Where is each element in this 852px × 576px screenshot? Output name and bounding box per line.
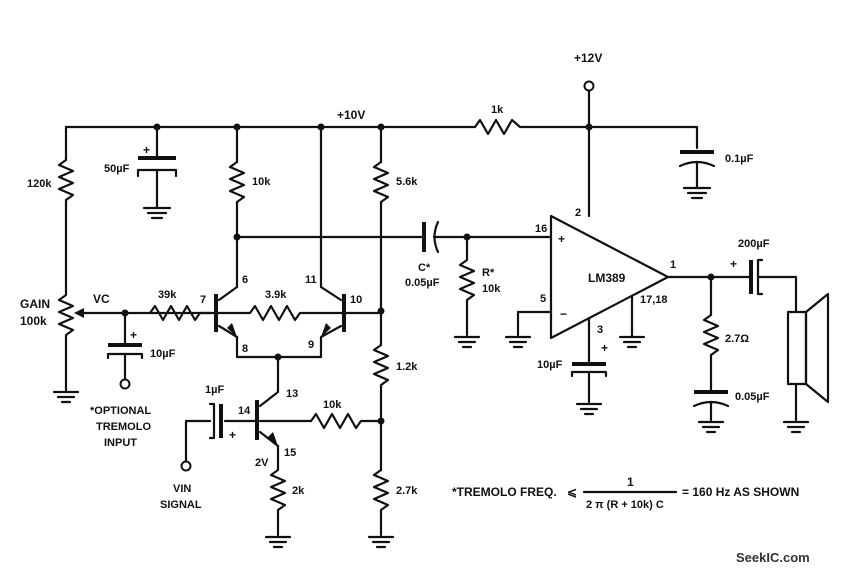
label-r10k-top: 10k	[252, 176, 271, 188]
label-c50u: 50µF	[104, 163, 130, 175]
label-r120k: 120k	[27, 178, 52, 190]
ic-pin2: 2	[575, 207, 581, 219]
ic-pin16: 16	[535, 223, 547, 235]
cap200u-plus: +	[730, 257, 737, 271]
label-r39k-b: 3.9k	[265, 289, 287, 301]
pin-10: 10	[350, 294, 362, 306]
ic-minus: −	[560, 307, 567, 321]
supply-12v-terminal	[583, 80, 595, 218]
resistor-39k	[148, 304, 218, 322]
gain-potentiometer	[52, 293, 212, 404]
resistor-10k-collector	[228, 125, 246, 289]
label-r39k: 39k	[158, 289, 177, 301]
resistor-1k	[473, 118, 522, 136]
ic-name: LM389	[588, 271, 626, 285]
capacitor-1uf-input	[180, 402, 259, 472]
label-r2k: 2k	[292, 485, 305, 497]
label-vc: VC	[93, 292, 110, 306]
cap-trem-plus: +	[130, 328, 137, 342]
resistor-rstar	[453, 235, 481, 349]
label-r10k-mid: 10k	[323, 399, 342, 411]
formula-tail: = 160 Hz AS SHOWN	[682, 485, 799, 499]
label-opt2: TREMOLO	[96, 421, 151, 433]
lm389-amplifier	[504, 214, 670, 416]
label-rstar-val: 10k	[482, 283, 501, 295]
watermark: SeekIC.com	[736, 550, 810, 565]
resistor-3.9k	[214, 304, 346, 322]
pin-8: 8	[242, 343, 248, 355]
capacitor-0.1uf	[678, 150, 716, 200]
pin-14: 14	[238, 405, 251, 417]
label-cstar-val: 0.05µF	[405, 277, 440, 289]
resistor-2.7ohm	[692, 275, 730, 434]
formula-lead: *TREMOLO FREQ.	[452, 485, 557, 499]
label-c005u-out: 0.05µF	[735, 391, 770, 403]
cap50-plus: +	[143, 143, 150, 157]
resistor-2k	[264, 460, 292, 549]
pin-13: 13	[286, 388, 298, 400]
label-c200u: 200µF	[738, 238, 770, 250]
resistor-10k-mid	[309, 412, 383, 430]
label-r12k: 1.2k	[396, 361, 418, 373]
pin-7: 7	[200, 294, 206, 306]
tremolo-formula: *TREMOLO FREQ. ⩽ 1 2 π (R + 10k) C = 160…	[452, 475, 799, 511]
formula-le: ⩽	[567, 485, 577, 499]
label-c10u-trem: 10µF	[150, 348, 176, 360]
output-network	[666, 258, 830, 434]
ic-pin5: 5	[540, 293, 546, 305]
capacitor-10uf-tremolo	[106, 311, 144, 390]
resistor-2.7k	[367, 468, 395, 549]
pin-6: 6	[242, 274, 248, 286]
label-10v: +10V	[337, 108, 365, 122]
resistor-120k	[57, 125, 75, 297]
label-c10u-ic: 10µF	[537, 359, 563, 371]
label-gain: GAIN	[20, 297, 50, 311]
label-c01u: 0.1µF	[725, 153, 754, 165]
transistor-left	[214, 285, 239, 359]
label-gain-val: 100k	[20, 314, 47, 328]
formula-den: 2 π (R + 10k) C	[586, 499, 664, 511]
formula-num: 1	[627, 475, 634, 489]
pin-9: 9	[308, 339, 314, 351]
ic-plus: +	[558, 232, 565, 246]
label-vin: VIN	[173, 483, 191, 495]
label-v2: 2V	[255, 457, 269, 469]
label-opt1: *OPTIONAL	[90, 405, 151, 417]
label-r1k: 1k	[491, 104, 504, 116]
label-rstar: R*	[482, 267, 495, 279]
pin-11: 11	[305, 274, 317, 286]
label-r56k: 5.6k	[396, 176, 418, 188]
ic-pin3: 3	[597, 324, 603, 336]
capacitor-50uf	[136, 125, 178, 220]
transistor-right	[319, 285, 346, 359]
resistor-1.2k	[372, 343, 390, 472]
ic-pin1: 1	[670, 259, 676, 271]
cap1u-plus: +	[229, 428, 236, 442]
label-r27k: 2.7k	[396, 485, 418, 497]
wire-collector-to-cstar	[235, 220, 553, 254]
pin-15: 15	[284, 447, 296, 459]
label-signal: SIGNAL	[160, 499, 202, 511]
ic-pin1718: 17,18	[640, 294, 668, 306]
label-c1u: 1µF	[205, 384, 224, 396]
label-12v: +12V	[574, 51, 602, 65]
label-opt3: INPUT	[104, 437, 137, 449]
cap10u-ic-plus: +	[601, 341, 608, 355]
label-cstar: C*	[418, 262, 431, 274]
label-r27ohm: 2.7Ω	[725, 333, 749, 345]
